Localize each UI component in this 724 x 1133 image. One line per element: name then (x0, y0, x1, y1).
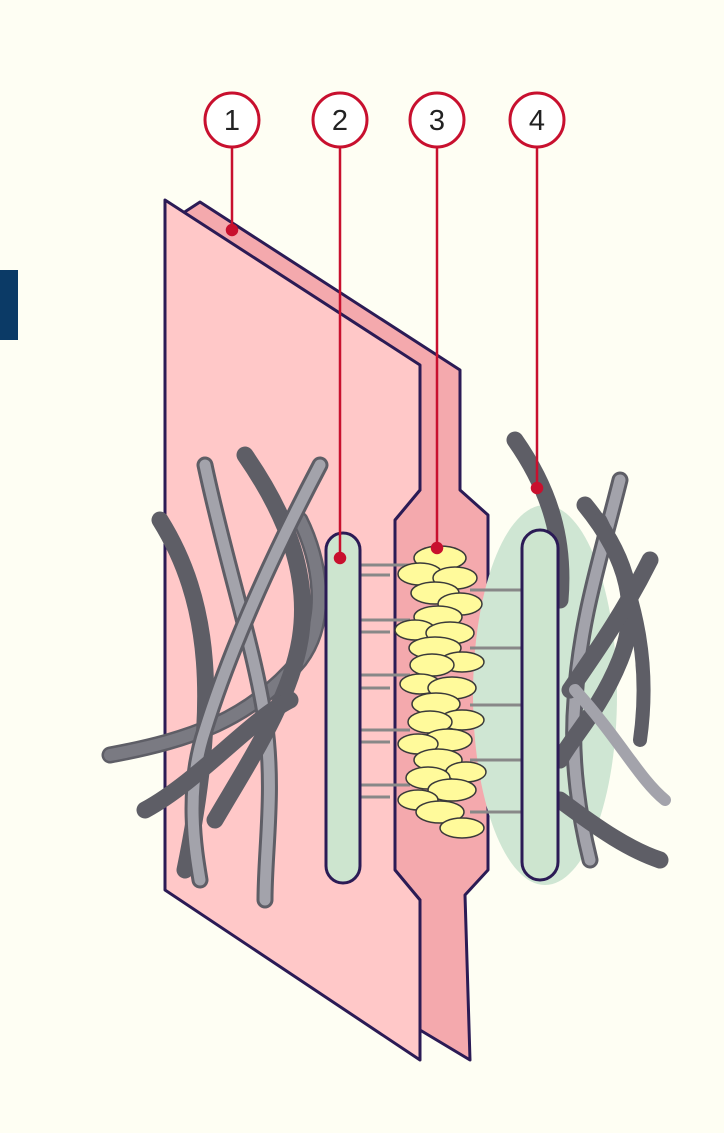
callout-2-label: 2 (332, 105, 348, 137)
callout-4-label: 4 (529, 105, 545, 137)
callout-4: 4 (510, 93, 564, 147)
callout-3-label: 3 (429, 105, 445, 137)
callout-2: 2 (313, 93, 367, 147)
right-plaque-bar (522, 530, 558, 880)
callout-3: 3 (410, 93, 464, 147)
callout-1-label: 1 (224, 105, 240, 137)
callout-1: 1 (205, 93, 259, 147)
left-plaque-bar (326, 533, 360, 883)
